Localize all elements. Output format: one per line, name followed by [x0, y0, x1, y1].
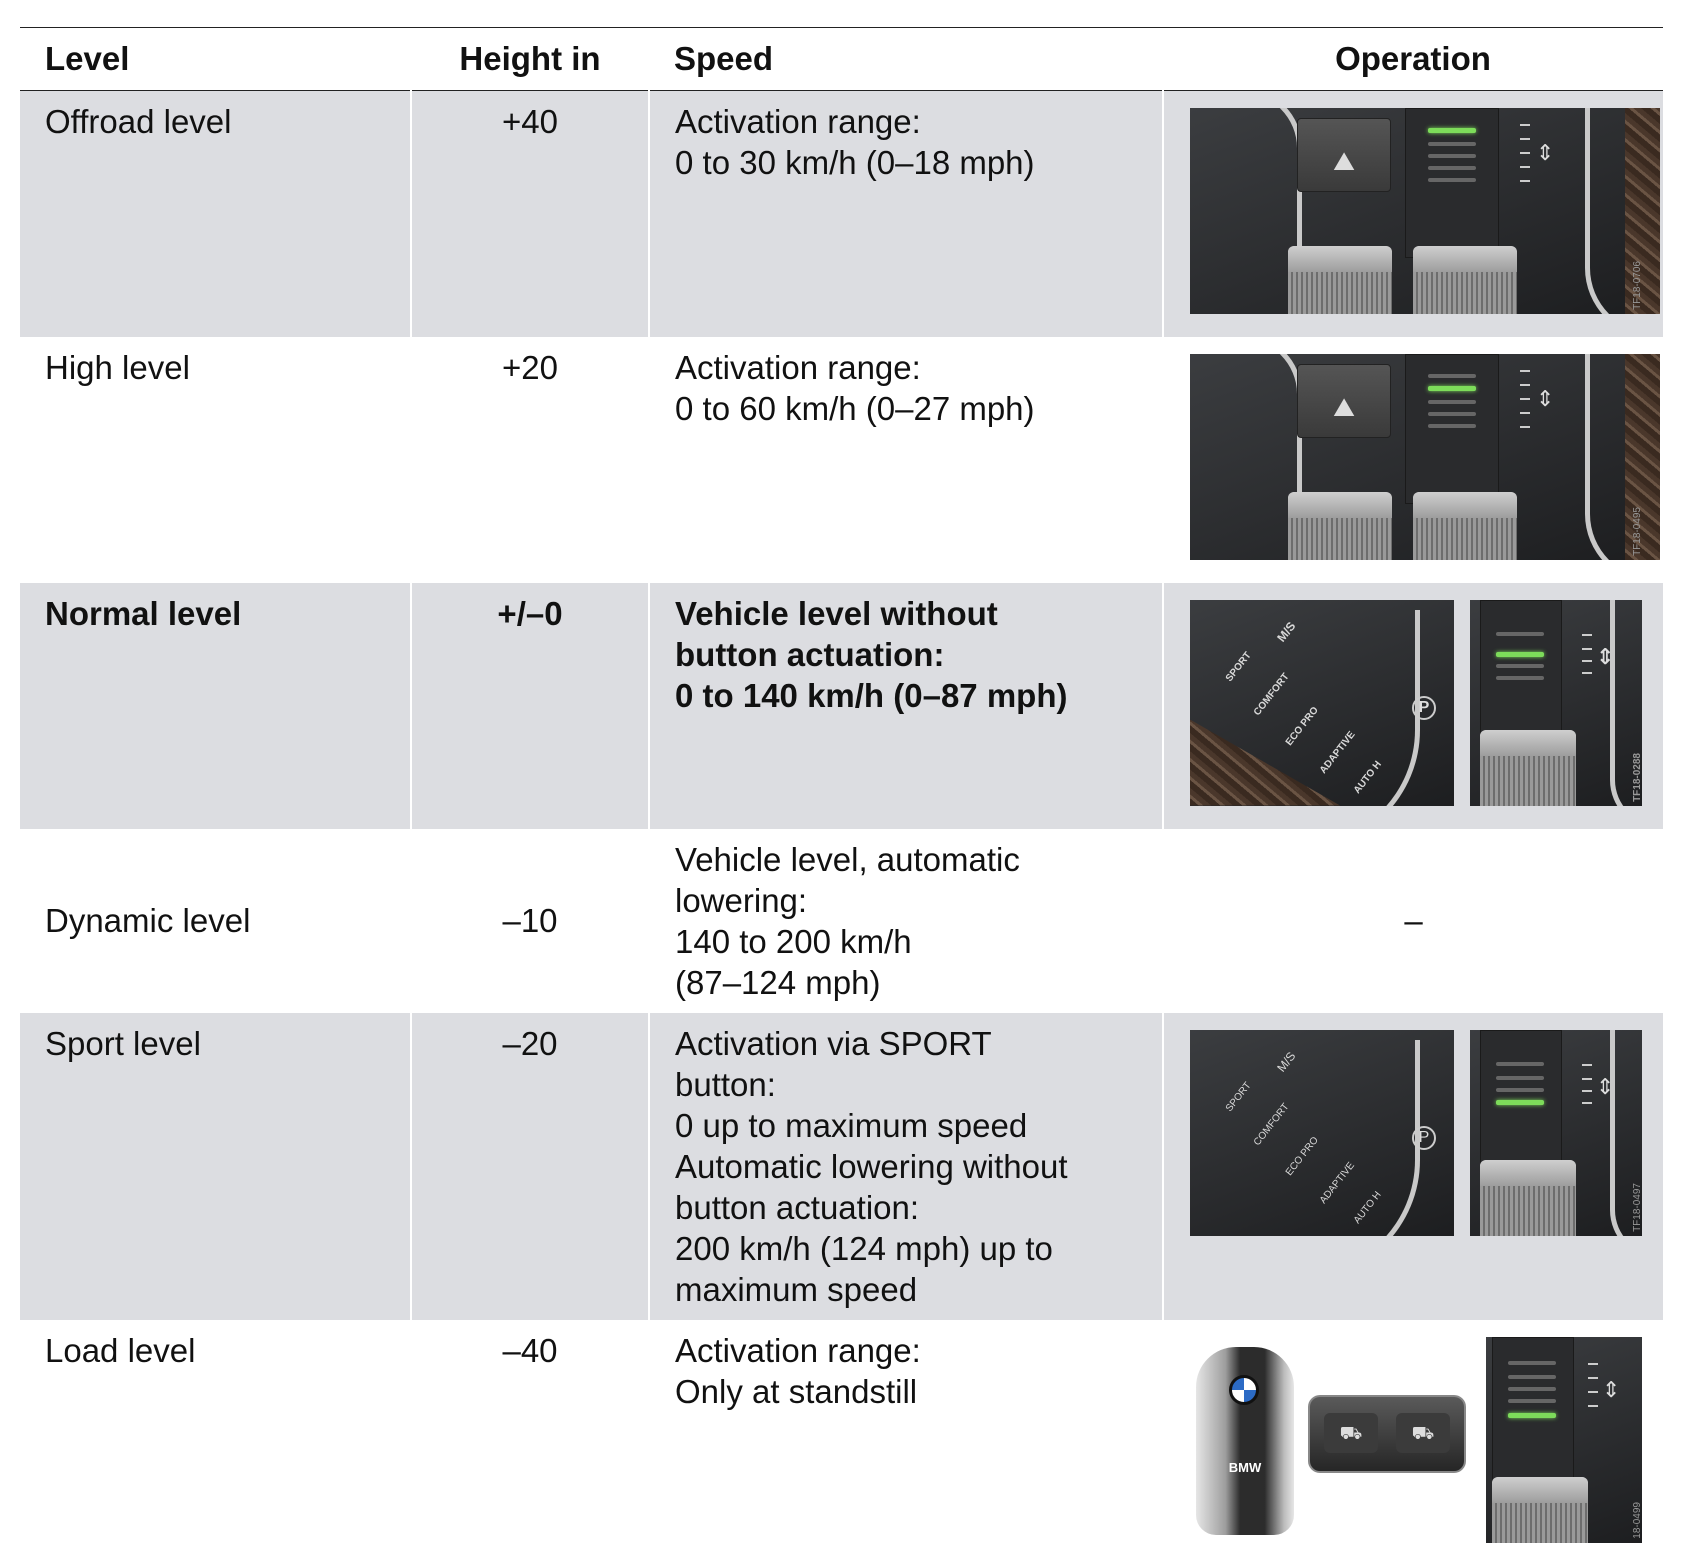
speed-line: (87–124 mph)	[675, 963, 881, 1001]
level-cell: High level	[45, 348, 190, 386]
ride-height-table: Level Height in Speed Operation Offroad …	[20, 27, 1663, 1543]
table-row-dynamic: Dynamic level –10 Vehicle level, automat…	[20, 828, 1663, 1013]
speed-line: Automatic lowering without	[675, 1147, 1068, 1185]
level-cell: Offroad level	[20, 90, 411, 337]
table-row-offroad: Offroad level +40 Activation range: 0 to…	[20, 90, 1663, 337]
offroad-vehicle-icon: ⛰	[1333, 146, 1355, 176]
image-reference: TF18-0495	[1632, 506, 1643, 556]
table-row-load: Load level –40 Activation range: Only at…	[20, 1319, 1663, 1543]
park-brake-icon: P	[1412, 695, 1436, 720]
speed-line: 0 to 140 km/h (0–87 mph)	[675, 676, 1068, 714]
speed-line: 0 to 60 km/h (0–27 mph)	[675, 389, 1035, 427]
image-reference: TF18-0706	[1632, 261, 1643, 310]
speed-line: 0 to 30 km/h (0–18 mph)	[675, 144, 1035, 181]
speed-line: Only at standstill	[675, 1372, 918, 1410]
load-level-controls-image: BMW ⛟ ⛟ ⇕	[1190, 1336, 1660, 1543]
header-height: Height in	[411, 27, 649, 91]
speed-line: Activation via SPORT	[675, 1024, 992, 1062]
level-cell: Load level	[45, 1331, 196, 1369]
ride-height-icon: ⇕	[1596, 643, 1615, 669]
speed-line: Activation range:	[675, 348, 921, 386]
level-cell: Dynamic level	[45, 902, 251, 939]
header-operation: Operation	[1163, 27, 1663, 91]
operation-cell: SPORT COMFORT ECO PRO ADAPTIVE AUTO H M/…	[1162, 1012, 1663, 1320]
drive-mode-console-image: SPORT COMFORT ECO PRO ADAPTIVE AUTO H M/…	[1190, 1029, 1660, 1236]
luggage-compartment-buttons: ⛟ ⛟	[1308, 1394, 1466, 1473]
park-brake-icon: P	[1412, 1125, 1436, 1150]
raise-vehicle-icon: ⛟	[1396, 1412, 1450, 1453]
level-cell: Normal level	[20, 582, 411, 829]
speed-cell: Vehicle level, automatic lowering: 140 t…	[648, 828, 1163, 1013]
operation-cell: ⛰ ⇕ TF18-0495	[1162, 336, 1663, 583]
image-reference: 18-0499	[1632, 1501, 1643, 1539]
speed-line: Activation range:	[675, 1331, 921, 1369]
height-cell: +40	[410, 90, 649, 337]
speed-line: button:	[675, 1065, 776, 1103]
fob-brand-text: BMW	[1228, 1459, 1262, 1475]
table-row-high: High level +20 Activation range: 0 to 60…	[20, 336, 1663, 583]
height-cell: –40	[410, 1319, 649, 1543]
control-panel-image: ⛰ ⇕ TF18-0706	[1190, 108, 1660, 314]
speed-line: Vehicle level without	[675, 594, 998, 632]
speed-cell: Activation via SPORT button: 0 up to max…	[648, 1012, 1163, 1320]
header-speed: Speed	[649, 27, 1163, 91]
speed-line: maximum speed	[675, 1270, 918, 1308]
speed-line: Activation range:	[675, 103, 921, 140]
operation-cell: SPORT COMFORT ECO PRO ADAPTIVE AUTO H M/…	[1162, 582, 1663, 829]
control-panel-image: ⛰ ⇕ TF18-0495	[1190, 353, 1660, 560]
table-row-sport: Sport level –20 Activation via SPORT but…	[20, 1012, 1663, 1320]
speed-line: button actuation:	[675, 1188, 920, 1226]
speed-cell: Activation range: 0 to 60 km/h (0–27 mph…	[648, 336, 1163, 583]
lower-vehicle-icon: ⛟	[1324, 1412, 1378, 1453]
speed-line: 140 to 200 km/h	[675, 922, 912, 960]
height-cell: +20	[410, 336, 649, 583]
ride-height-icon: ⇕	[1536, 385, 1555, 411]
brand-logo-icon	[1229, 1374, 1259, 1405]
speed-line: lowering:	[675, 881, 808, 919]
offroad-vehicle-icon: ⛰	[1333, 391, 1355, 422]
ride-height-icon: ⇕	[1596, 1073, 1615, 1099]
header-row: Level Height in Speed Operation	[20, 27, 1663, 91]
level-cell: Sport level	[20, 1012, 411, 1320]
speed-cell: Activation range: 0 to 30 km/h (0–18 mph…	[648, 90, 1163, 337]
drive-mode-console-image: SPORT COMFORT ECO PRO ADAPTIVE AUTO H M/…	[1190, 599, 1660, 806]
ride-height-icon: ⇕	[1602, 1376, 1621, 1402]
operation-cell: BMW ⛟ ⛟ ⇕	[1162, 1319, 1663, 1543]
operation-cell: ⛰ ⇕ TF18-0706	[1162, 90, 1663, 337]
height-cell: –10	[410, 828, 649, 1013]
table-row-normal: Normal level +/–0 Vehicle level without …	[20, 582, 1663, 829]
speed-line: 0 up to maximum speed	[675, 1106, 1028, 1144]
operation-cell: –	[1162, 828, 1663, 1013]
speed-line: Vehicle level, automatic	[675, 840, 1020, 878]
speed-cell: Vehicle level without button actuation: …	[648, 582, 1163, 829]
image-reference: TF18-0497	[1632, 1182, 1643, 1232]
speed-line: 200 km/h (124 mph) up to	[675, 1229, 1053, 1267]
header-level: Level	[20, 27, 411, 91]
key-fob: BMW	[1196, 1346, 1294, 1535]
height-cell: –20	[410, 1012, 649, 1320]
speed-line: button actuation:	[675, 635, 945, 673]
image-reference: TF18-0288	[1632, 752, 1643, 802]
speed-cell: Activation range: Only at standstill	[648, 1319, 1163, 1543]
ride-height-icon: ⇕	[1536, 140, 1555, 165]
height-cell: +/–0	[410, 582, 649, 829]
